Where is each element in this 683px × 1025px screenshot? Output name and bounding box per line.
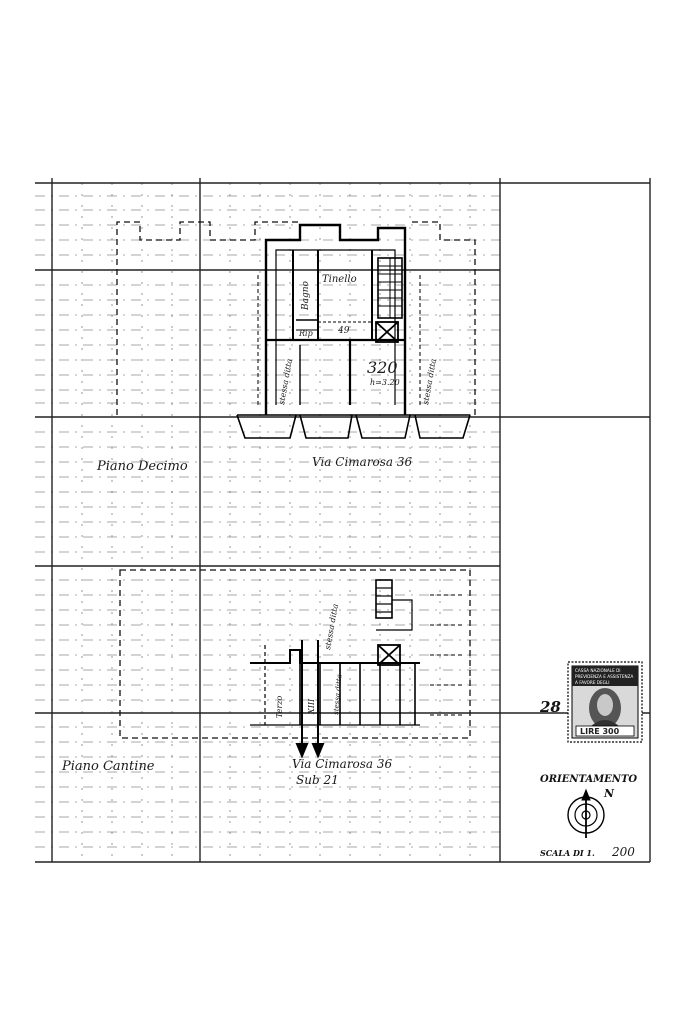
- compass-icon: [567, 788, 605, 838]
- sheet-number: 28: [539, 698, 561, 716]
- orientation-label: ORIENTAMENTO: [540, 774, 637, 785]
- upper-floor-label: Piano Decimo: [96, 459, 188, 474]
- upper-staircase: [377, 257, 403, 319]
- scale-label: SCALA DI 1.: [540, 848, 595, 858]
- room-label-bagno: Bagno: [301, 280, 311, 311]
- unit-number: 320: [367, 358, 398, 377]
- stamp-line-1: CASSA NAZIONALE DI: [575, 668, 621, 673]
- label-49: 49: [337, 326, 350, 336]
- north-label: N: [603, 787, 615, 800]
- lower-right-bays: [430, 594, 465, 716]
- stamp-portrait-icon: [589, 688, 621, 728]
- room-label-tinello: Tinello: [322, 274, 357, 285]
- label-rip: Rip: [298, 329, 313, 338]
- stamp-value: LIRE 300: [580, 727, 620, 736]
- upper-unit-outline: [264, 223, 407, 415]
- lower-floor-label: Piano Cantine: [61, 759, 155, 774]
- lower-staircase: [375, 579, 413, 631]
- grid-lines: [35, 183, 500, 862]
- lower-label-terzo: Terzo: [275, 696, 284, 718]
- upper-lift-shaft: [375, 321, 399, 343]
- revenue-stamp: CASSA NAZIONALE DI PREVIDENZA E ASSISTEN…: [567, 661, 643, 743]
- upper-balconies: [236, 414, 471, 439]
- upper-unit-inner: [275, 249, 396, 405]
- cellar-partitions: [299, 663, 416, 725]
- lower-street-label: Via Cimarosa 36: [292, 757, 393, 771]
- major-grid-lines: [35, 178, 651, 863]
- left-neighbour-note: stessa ditta: [277, 358, 294, 406]
- stamp-line-3: A FAVORE DEGLI: [575, 680, 609, 685]
- height-note: h=3.20: [370, 378, 400, 387]
- scale-value: 200: [611, 845, 635, 859]
- access-arrows: [295, 640, 325, 759]
- upper-plan: Tinello Bagno Rip 49 320 h=3.20 stessa d…: [96, 221, 476, 474]
- upper-street-label: Via Cimarosa 36: [312, 455, 413, 469]
- stamp-line-2: PREVIDENZA E ASSISTENZA: [575, 674, 634, 679]
- right-neighbour-note: stessa ditta: [421, 358, 438, 406]
- lower-building-outline: [119, 569, 471, 739]
- upper-building-outline: [116, 221, 476, 415]
- lower-label-xiii: XIII: [307, 698, 316, 715]
- lower-plan: stessa ditta Terzo XIII stessa ditta Pia…: [61, 569, 471, 787]
- lower-lift-shaft: [377, 644, 401, 666]
- lower-label-stessa-ditta-2: stessa ditta: [332, 674, 344, 715]
- sub-label: Sub 21: [296, 773, 339, 787]
